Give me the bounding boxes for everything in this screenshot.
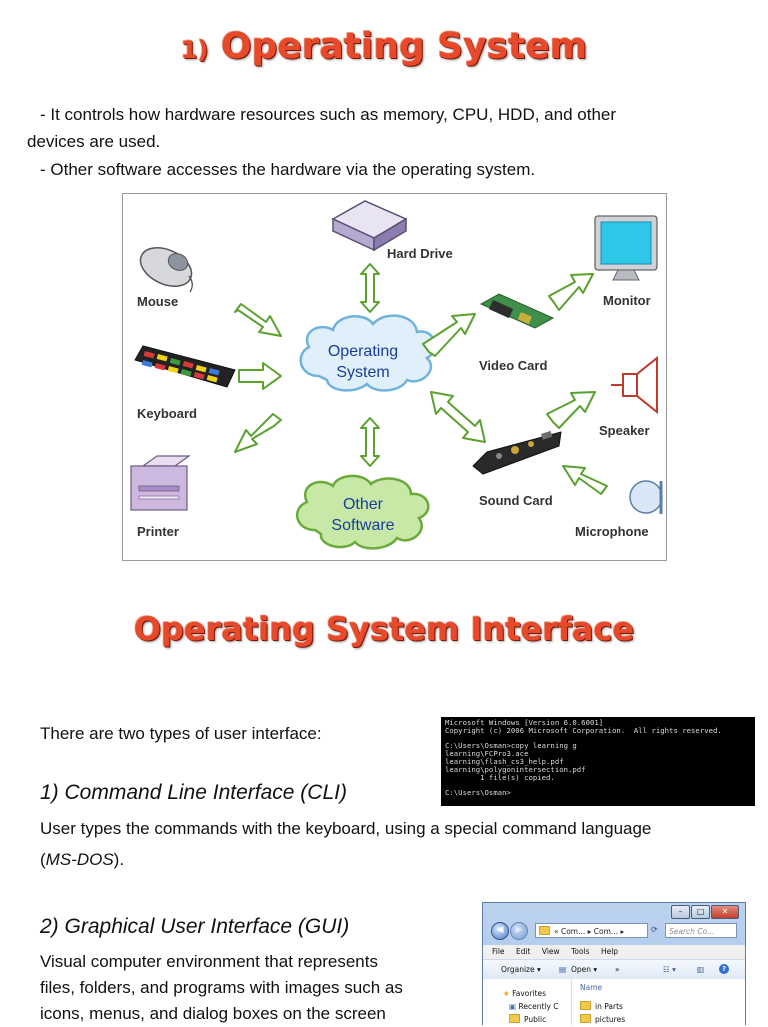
- forward-arrow-icon[interactable]: ▶: [510, 922, 528, 940]
- navigation-pane: ★ Favorites ▣ Recently C Public: [483, 979, 572, 1025]
- refresh-icon[interactable]: ⟳: [651, 925, 658, 934]
- star-icon: ★: [503, 989, 510, 998]
- terminal-line: C:\Users\Osman>: [445, 789, 751, 797]
- menu-tools[interactable]: Tools: [571, 947, 589, 956]
- label-operating-system: Operating System: [313, 341, 413, 383]
- label-video-card: Video Card: [479, 358, 547, 373]
- list-item[interactable]: pictures: [580, 1014, 625, 1024]
- label-speaker: Speaker: [599, 423, 650, 438]
- other-label-line-2: Software: [313, 515, 413, 536]
- page-title: 1) Operating System: [0, 26, 768, 67]
- arrow-sound-speaker: [547, 392, 595, 428]
- search-input[interactable]: Search Co...: [665, 923, 737, 938]
- os-label-line-1: Operating: [313, 341, 413, 362]
- gui-heading: 2) Graphical User Interface (GUI): [40, 913, 349, 940]
- label-other-software: Other Software: [313, 494, 413, 536]
- favorites-label: Favorites: [512, 989, 546, 998]
- cli-desc-close: ).: [114, 850, 124, 869]
- command-bar: Organize ▾ ▤ Open ▾ » ☷ ▾ ▥ ?: [483, 959, 745, 980]
- os-diagram: Hard Drive Mouse Keyboard Printer Monito…: [122, 193, 667, 561]
- arrow-video-monitor: [549, 274, 593, 310]
- nav-item-public-label: Public: [524, 1015, 546, 1024]
- preview-pane-icon[interactable]: ▥: [697, 960, 704, 979]
- file-list: Name in Parts pictures: [572, 979, 745, 1025]
- gui-desc-line-1: Visual computer environment that represe…: [40, 948, 378, 975]
- arrow-os-other: [361, 418, 379, 466]
- arrow-os-printer: [235, 414, 281, 452]
- types-intro: There are two types of user interface:: [40, 720, 322, 747]
- help-icon[interactable]: ?: [719, 964, 729, 974]
- title-text: Operating System: [221, 26, 587, 67]
- intro-line-2: devices are used.: [27, 128, 160, 155]
- column-header-name[interactable]: Name: [580, 983, 602, 992]
- gui-explorer-screenshot: – □ ✕ ◀ ▶ « Com... ▸ Com... ▸ ⟳ Search C…: [482, 902, 746, 1025]
- folder-icon: [509, 1014, 520, 1023]
- cli-desc-line-1: User types the commands with the keyboar…: [40, 815, 651, 842]
- label-mouse: Mouse: [137, 294, 178, 309]
- folder-icon: [580, 1001, 591, 1010]
- gui-desc-line-3: icons, menus, and dialog boxes on the sc…: [40, 1000, 386, 1027]
- folder-icon: [539, 926, 550, 935]
- os-label-line-2: System: [313, 362, 413, 383]
- nav-item-recent-label: Recently C: [518, 1002, 558, 1011]
- cli-heading: 1) Command Line Interface (CLI): [40, 779, 347, 806]
- intro-line-3: - Other software accesses the hardware v…: [40, 156, 535, 183]
- arrow-os-soundcard: [431, 392, 485, 442]
- close-button[interactable]: ✕: [711, 905, 739, 919]
- cli-desc-line-2: (MS-DOS).: [40, 846, 124, 873]
- menu-help[interactable]: Help: [601, 947, 618, 956]
- keyboard-icon: [135, 346, 235, 387]
- document-icon: ▤: [559, 960, 566, 979]
- address-bar[interactable]: « Com... ▸ Com... ▸: [535, 923, 648, 938]
- printer-icon: [131, 456, 189, 510]
- gui-desc-line-2: files, folders, and programs with images…: [40, 974, 403, 1001]
- mouse-icon: [134, 240, 197, 294]
- section-title: Operating System Interface: [0, 610, 768, 648]
- video-card-icon: [481, 294, 553, 328]
- minimize-button[interactable]: –: [671, 905, 690, 919]
- intro-line-1: - It controls how hardware resources suc…: [40, 101, 616, 128]
- speaker-icon: [611, 358, 657, 412]
- organize-button[interactable]: Organize ▾: [501, 960, 541, 979]
- back-arrow-icon[interactable]: ◀: [491, 922, 509, 940]
- list-item[interactable]: in Parts: [580, 1001, 623, 1011]
- arrow-keyboard-os: [239, 363, 281, 389]
- address-text: « Com... ▸ Com... ▸: [554, 927, 624, 936]
- label-sound-card: Sound Card: [479, 493, 553, 508]
- open-button[interactable]: Open ▾: [571, 960, 597, 979]
- file-label: in Parts: [595, 1002, 623, 1011]
- terminal-line: 1 file(s) copied.: [445, 774, 751, 782]
- sound-card-icon: [473, 431, 561, 474]
- terminal-line: Copyright (c) 2006 Microsoft Corporation…: [445, 727, 751, 735]
- label-monitor: Monitor: [603, 293, 651, 308]
- folder-icon: [580, 1014, 591, 1023]
- recent-places-icon: ▣: [509, 1002, 516, 1011]
- arrow-harddrive-os: [361, 264, 379, 312]
- nav-item-recent[interactable]: ▣ Recently C: [509, 1002, 559, 1011]
- arrow-mouse-os: [235, 304, 281, 336]
- monitor-icon: [595, 216, 657, 280]
- menu-edit[interactable]: Edit: [516, 947, 531, 956]
- menu-bar: File Edit View Tools Help: [483, 945, 745, 959]
- menu-view[interactable]: View: [542, 947, 560, 956]
- hard-drive-icon: [333, 201, 406, 250]
- label-hard-drive: Hard Drive: [387, 246, 453, 261]
- menu-file[interactable]: File: [492, 947, 505, 956]
- more-button[interactable]: »: [615, 960, 620, 979]
- label-keyboard: Keyboard: [137, 406, 197, 421]
- nav-item-public[interactable]: Public: [509, 1014, 546, 1024]
- maximize-button[interactable]: □: [691, 905, 710, 919]
- ms-dos-term: MS-DOS: [46, 850, 114, 869]
- cli-terminal-screenshot: Microsoft Windows [Version 6.0.6001]Copy…: [441, 717, 755, 806]
- other-label-line-1: Other: [313, 494, 413, 515]
- arrow-mic-sound: [563, 466, 607, 494]
- title-number: 1): [181, 36, 209, 64]
- file-label: pictures: [595, 1015, 625, 1024]
- window-controls: – □ ✕: [671, 905, 739, 919]
- microphone-icon: [630, 481, 662, 514]
- views-icon[interactable]: ☷ ▾: [663, 960, 676, 979]
- label-printer: Printer: [137, 524, 179, 539]
- favorites-item[interactable]: ★ Favorites: [503, 989, 546, 998]
- label-microphone: Microphone: [575, 524, 649, 539]
